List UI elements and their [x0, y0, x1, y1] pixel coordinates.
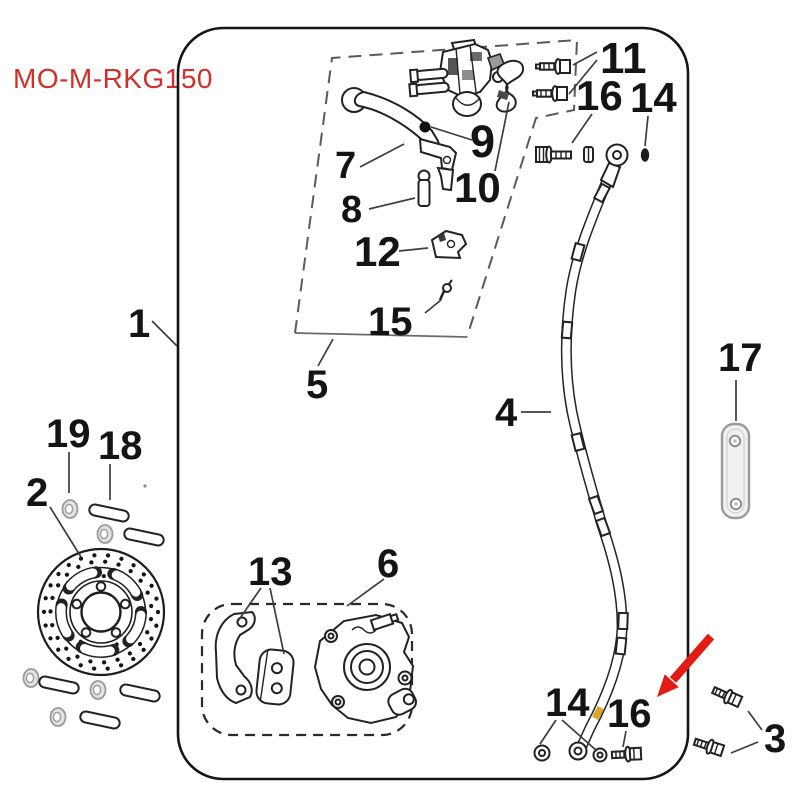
stop-washer-top [640, 148, 650, 162]
part-label-16-top: 16 [576, 72, 623, 119]
highlight-arrow-shaft [669, 633, 715, 683]
part-label-14-bottom: 14 [545, 681, 590, 725]
part-label-18: 18 [98, 424, 143, 468]
part-label-17: 17 [718, 336, 763, 380]
part-label-16-bottom: 16 [607, 692, 652, 736]
brake-pads [255, 648, 295, 706]
leader-lines [49, 51, 763, 754]
hose-clamp [430, 229, 468, 260]
part-label-11: 11 [600, 34, 647, 83]
part-label-8: 8 [341, 189, 362, 231]
clamp-bars [408, 67, 450, 98]
part-label-10: 10 [454, 164, 501, 211]
hose-eyelet-top [599, 143, 629, 189]
part-label-5: 5 [306, 363, 328, 407]
part-label-13: 13 [248, 550, 293, 594]
bolt-pair-3 [692, 685, 744, 758]
highlight-arrow-head [657, 674, 679, 697]
handlebar-panel-outline [294, 38, 579, 338]
pin-set [38, 503, 165, 730]
highlight-arrow [657, 633, 715, 697]
mount-plate-17 [720, 422, 751, 520]
disc-bolt-holes [71, 581, 131, 638]
small-pin [438, 279, 453, 301]
part-label-9: 9 [470, 116, 495, 167]
part-label-12: 12 [354, 228, 401, 275]
lever-pin [417, 169, 431, 207]
hose-ferrules [560, 182, 629, 656]
hose-washer-top [583, 146, 594, 163]
half-clamp [495, 59, 525, 113]
part-label-19: 19 [46, 412, 91, 456]
brake-disc [36, 547, 166, 677]
part-label-2: 2 [26, 471, 48, 515]
banjo-bolt-bottom [610, 745, 643, 763]
bolt-pair-11 [532, 58, 571, 102]
bottom-hardware [533, 744, 643, 763]
part-label-4: 4 [495, 391, 518, 435]
washer-set [22, 499, 114, 727]
stray-speck [143, 484, 147, 488]
banjo-bolt-top [535, 145, 572, 164]
lever-pivot-bolt [419, 121, 431, 133]
part-label-14-top: 14 [630, 74, 677, 121]
part-label-3: 3 [764, 717, 786, 761]
master-cylinder [438, 38, 506, 117]
part-label-6: 6 [377, 542, 399, 586]
part-label-1: 1 [128, 302, 150, 346]
part-label-7: 7 [335, 145, 356, 187]
brake-lever [341, 87, 458, 192]
brake-caliper [313, 612, 418, 725]
hose-eyelet-bottom [568, 741, 588, 761]
caliper-box-outline [200, 602, 414, 737]
model-code: MO-M-RKG150 [13, 63, 213, 94]
diagram-frame [176, 26, 690, 781]
caliper-bracket [214, 610, 256, 705]
brake-hose [560, 143, 629, 761]
hose-orange-band [592, 706, 604, 720]
part-label-15: 15 [368, 300, 413, 344]
